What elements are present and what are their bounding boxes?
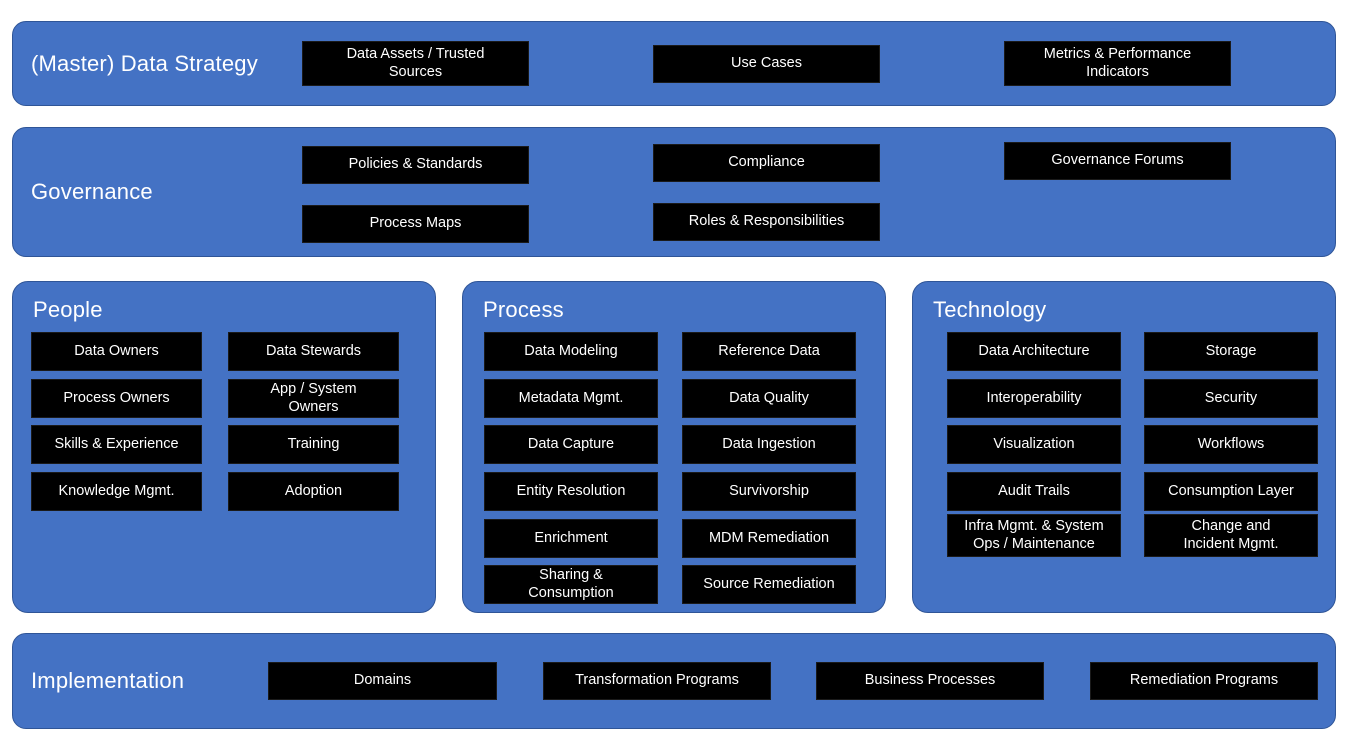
- strategy-box-use-cases[interactable]: Use Cases: [653, 45, 880, 83]
- process-box-data-capture[interactable]: Data Capture: [484, 425, 658, 464]
- people-box-data-stewards[interactable]: Data Stewards: [228, 332, 399, 371]
- technology-box-security[interactable]: Security: [1144, 379, 1318, 418]
- panel-title-implementation: Implementation: [31, 668, 185, 693]
- process-box-reference-data[interactable]: Reference Data: [682, 332, 856, 371]
- process-box-metadata-mgmt[interactable]: Metadata Mgmt.: [484, 379, 658, 418]
- technology-box-data-architecture[interactable]: Data Architecture: [947, 332, 1121, 371]
- process-box-enrichment[interactable]: Enrichment: [484, 519, 658, 558]
- technology-box-infra-mgmt-system-ops-maintenance[interactable]: Infra Mgmt. & System Ops / Maintenance: [947, 514, 1121, 557]
- process-box-sharing-consumption[interactable]: Sharing & Consumption: [484, 565, 658, 604]
- technology-box-consumption-layer[interactable]: Consumption Layer: [1144, 472, 1318, 511]
- governance-box-compliance[interactable]: Compliance: [653, 144, 880, 182]
- technology-box-workflows[interactable]: Workflows: [1144, 425, 1318, 464]
- process-box-data-modeling[interactable]: Data Modeling: [484, 332, 658, 371]
- people-box-knowledge-mgmt[interactable]: Knowledge Mgmt.: [31, 472, 202, 511]
- process-box-data-ingestion[interactable]: Data Ingestion: [682, 425, 856, 464]
- panel-title-governance: Governance: [31, 179, 153, 204]
- process-box-mdm-remediation[interactable]: MDM Remediation: [682, 519, 856, 558]
- implementation-box-remediation-programs[interactable]: Remediation Programs: [1090, 662, 1318, 700]
- people-box-data-owners[interactable]: Data Owners: [31, 332, 202, 371]
- process-box-entity-resolution[interactable]: Entity Resolution: [484, 472, 658, 511]
- process-box-survivorship[interactable]: Survivorship: [682, 472, 856, 511]
- strategy-box-data-assets-trusted-sources[interactable]: Data Assets / Trusted Sources: [302, 41, 529, 86]
- panel-title-data-strategy: (Master) Data Strategy: [31, 50, 258, 76]
- panel-title-process: Process: [483, 297, 564, 322]
- technology-box-visualization[interactable]: Visualization: [947, 425, 1121, 464]
- people-box-app-system-owners[interactable]: App / System Owners: [228, 379, 399, 418]
- people-box-adoption[interactable]: Adoption: [228, 472, 399, 511]
- implementation-box-transformation-programs[interactable]: Transformation Programs: [543, 662, 771, 700]
- strategy-box-metrics-performance-indicators[interactable]: Metrics & Performance Indicators: [1004, 41, 1231, 86]
- implementation-box-business-processes[interactable]: Business Processes: [816, 662, 1044, 700]
- people-box-process-owners[interactable]: Process Owners: [31, 379, 202, 418]
- process-box-data-quality[interactable]: Data Quality: [682, 379, 856, 418]
- governance-box-roles-responsibilities[interactable]: Roles & Responsibilities: [653, 203, 880, 241]
- technology-box-change-and-incident-mgmt[interactable]: Change and Incident Mgmt.: [1144, 514, 1318, 557]
- implementation-box-domains[interactable]: Domains: [268, 662, 497, 700]
- people-box-training[interactable]: Training: [228, 425, 399, 464]
- technology-box-interoperability[interactable]: Interoperability: [947, 379, 1121, 418]
- process-box-source-remediation[interactable]: Source Remediation: [682, 565, 856, 604]
- governance-box-process-maps[interactable]: Process Maps: [302, 205, 529, 243]
- technology-box-storage[interactable]: Storage: [1144, 332, 1318, 371]
- governance-box-governance-forums[interactable]: Governance Forums: [1004, 142, 1231, 180]
- panel-title-technology: Technology: [933, 297, 1047, 322]
- governance-box-policies-standards[interactable]: Policies & Standards: [302, 146, 529, 184]
- technology-box-audit-trails[interactable]: Audit Trails: [947, 472, 1121, 511]
- people-box-skills-experience[interactable]: Skills & Experience: [31, 425, 202, 464]
- panel-title-people: People: [33, 297, 103, 322]
